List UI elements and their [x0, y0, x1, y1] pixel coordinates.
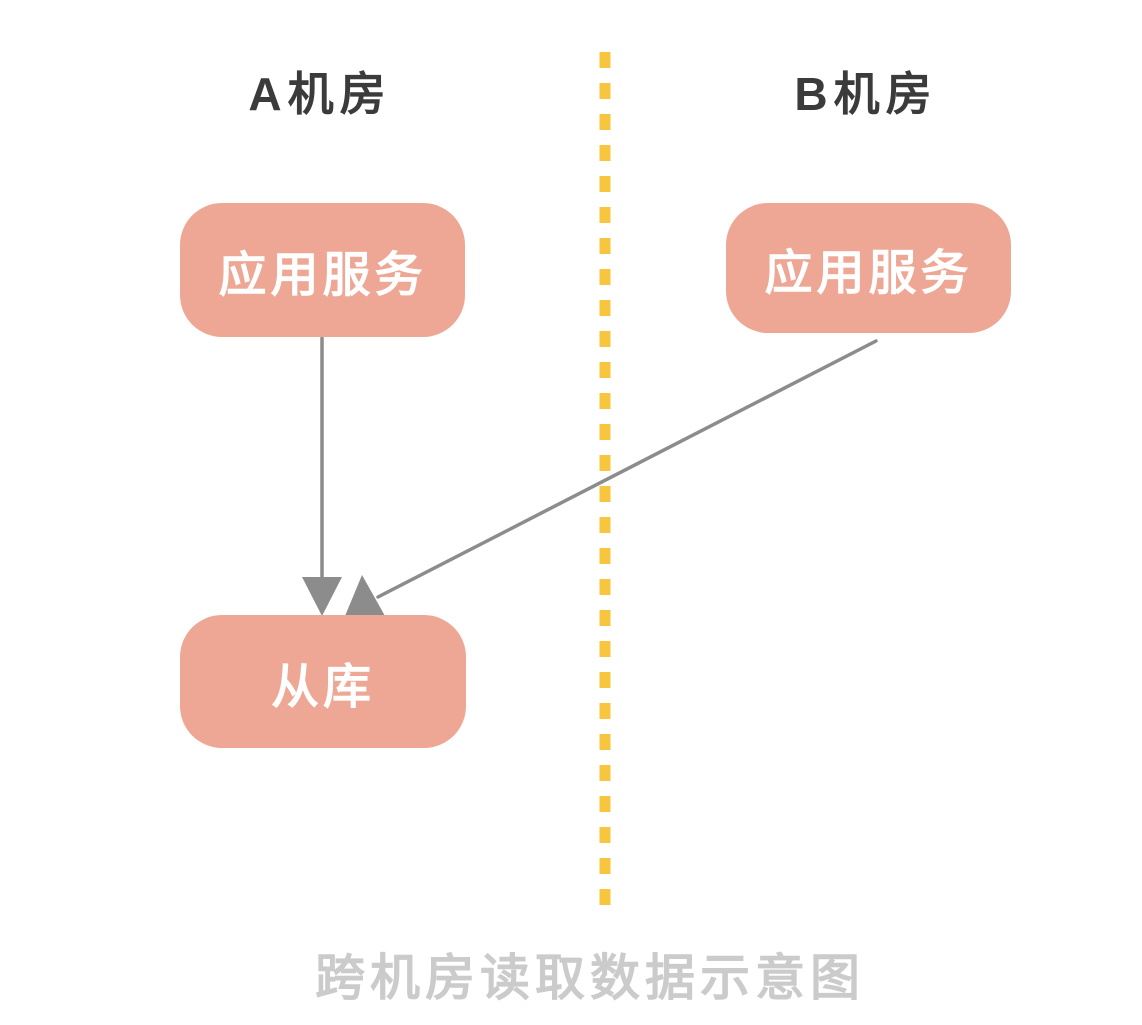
node-app-service-a: 应用服务: [180, 203, 465, 337]
diagram-caption: 跨机房读取数据示意图: [315, 950, 865, 1006]
zone-label-b: B机房: [794, 68, 938, 120]
arrow-b-to-slave-head: [345, 575, 385, 616]
arrow-b-to-slave-line: [376, 339, 878, 599]
node-slave-db: 从库: [180, 615, 466, 748]
node-app-service-b: 应用服务: [726, 203, 1011, 333]
zone-label-a: A机房: [248, 68, 392, 120]
arrow-a-to-slave-head: [302, 577, 342, 616]
